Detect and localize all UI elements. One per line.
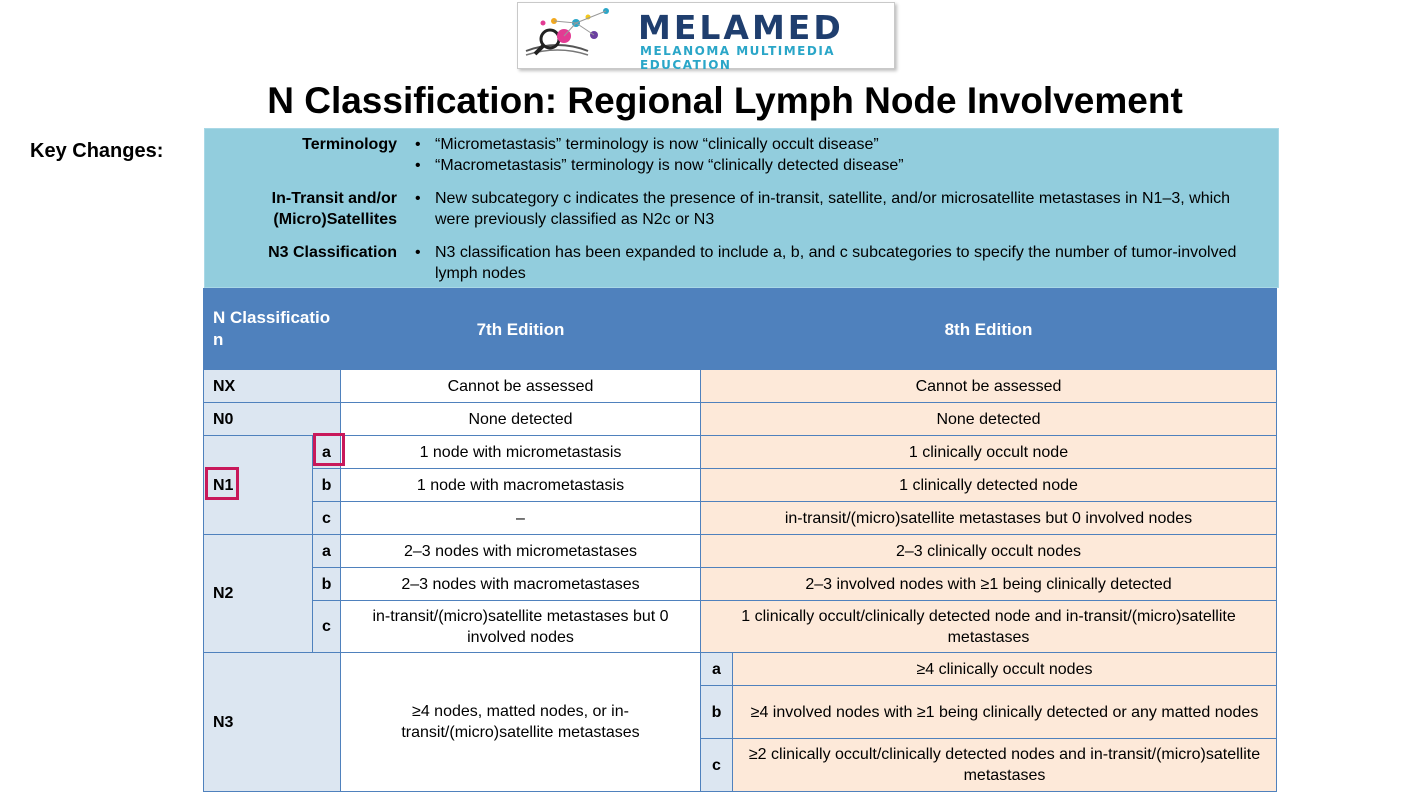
cell-8th: 1 clinically detected node	[700, 468, 1277, 502]
key-changes-panel: Terminology “Micrometastasis” terminolog…	[204, 128, 1279, 288]
cell-8th: 2–3 involved nodes with ≥1 being clinica…	[700, 567, 1277, 601]
cell-8th: in-transit/(micro)satellite metastases b…	[700, 501, 1277, 535]
cell-7th: 1 node with micrometastasis	[340, 435, 701, 469]
row-label-nx: NX	[203, 369, 341, 403]
cell-8th: 1 clinically occult/clinically detected …	[700, 600, 1277, 653]
cell-8th: None detected	[700, 402, 1277, 436]
cell-7th: 2–3 nodes with micrometastases	[340, 534, 701, 568]
logo-graphic-icon	[525, 8, 609, 56]
header-n-classification: N Classificatio n	[203, 288, 341, 370]
bullet-item: N3 classification has been expanded to i…	[415, 242, 1265, 284]
cell-7th: ≥4 nodes, matted nodes, or in-transit/(m…	[340, 652, 701, 792]
cell-7th: 2–3 nodes with macrometastases	[340, 567, 701, 601]
row-label-n1: N1	[203, 435, 313, 535]
sub-label: b	[700, 685, 733, 739]
row-label-n3: N3	[203, 652, 341, 792]
row-label-n0: N0	[203, 402, 341, 436]
sub-label: b	[312, 468, 341, 502]
bullet-item: “Micrometastasis” terminology is now “cl…	[415, 134, 1265, 155]
cell-7th: in-transit/(micro)satellite metastases b…	[340, 600, 701, 653]
logo-tagline: MELANOMA MULTIMEDIA EDUCATION	[640, 44, 836, 72]
change-bullets: “Micrometastasis” terminology is now “cl…	[415, 134, 1265, 176]
highlight-box-n1	[205, 467, 239, 500]
cell-7th: None detected	[340, 402, 701, 436]
n-classification-table: N Classificatio n 7th Edition 8th Editio…	[203, 288, 1277, 792]
cell-8th: ≥2 clinically occult/clinically detected…	[732, 738, 1277, 792]
sub-label: b	[312, 567, 341, 601]
sub-label: c	[700, 738, 733, 792]
change-label: In-Transit and/or (Micro)Satellites	[271, 190, 397, 228]
sub-label: c	[312, 501, 341, 535]
header-8th-edition: 8th Edition	[700, 288, 1277, 370]
change-bullets: New subcategory c indicates the presence…	[415, 188, 1265, 230]
header-7th-edition: 7th Edition	[340, 288, 701, 370]
change-label: N3 Classification	[268, 244, 397, 261]
change-label: Terminology	[302, 136, 397, 153]
cell-7th: Cannot be assessed	[340, 369, 701, 403]
cell-8th: ≥4 involved nodes with ≥1 being clinical…	[732, 685, 1277, 739]
cell-8th: 2–3 clinically occult nodes	[700, 534, 1277, 568]
page-title: N Classification: Regional Lymph Node In…	[267, 80, 1183, 121]
cell-8th: Cannot be assessed	[700, 369, 1277, 403]
key-changes-label: Key Changes:	[30, 140, 164, 162]
change-bullets: N3 classification has been expanded to i…	[415, 242, 1265, 284]
cell-8th: 1 clinically occult node	[700, 435, 1277, 469]
sub-label: a	[700, 652, 733, 686]
bullet-item: New subcategory c indicates the presence…	[415, 188, 1265, 230]
row-label-n2: N2	[203, 534, 313, 653]
melamed-logo: MELAMED MELANOMA MULTIMEDIA EDUCATION	[517, 2, 895, 72]
sub-label: a	[312, 534, 341, 568]
logo-name: MELAMED	[638, 8, 844, 47]
highlight-box-n1a	[313, 433, 345, 466]
sub-label: c	[312, 600, 341, 653]
cell-7th: –	[340, 501, 701, 535]
cell-7th: 1 node with macrometastasis	[340, 468, 701, 502]
cell-8th: ≥4 clinically occult nodes	[732, 652, 1277, 686]
bullet-item: “Macrometastasis” terminology is now “cl…	[415, 155, 1265, 176]
